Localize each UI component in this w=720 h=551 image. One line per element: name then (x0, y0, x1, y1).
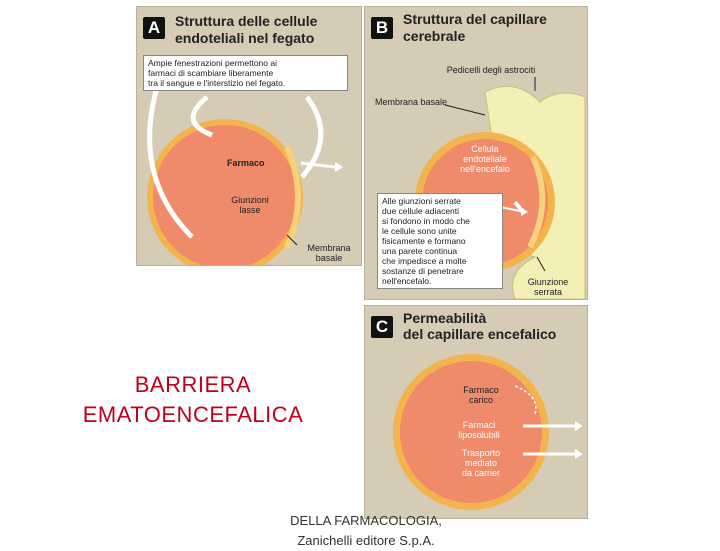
source-credit-line2: Zanichelli editore S.p.A. (297, 533, 435, 548)
label-giunzioni-line1: Giunzioni (231, 195, 269, 205)
panel-brain-permeability: C Permeabilità del capillare encefalico … (364, 305, 588, 519)
label-farmaci-liposolubili: Farmaci liposolubili (449, 420, 509, 440)
panel-b-title-line1: Struttura del capillare (403, 11, 547, 27)
slide-heading-line1: BARRIERA (134, 372, 252, 397)
label-pedicelli: Pedicelli degli astrociti (446, 65, 536, 75)
label-giunzione-serrata: Giunzione serrata (515, 277, 581, 297)
label-cellula-endoteliale: Cellula endoteliale nell'encefalo (449, 144, 521, 174)
label-membrana-a-line1: Membrana (307, 243, 351, 253)
label-membrana-basale-a: Membrana basale (303, 243, 355, 263)
source-credit-line1: DELLA FARMACOLOGIA, (290, 513, 442, 528)
drug-arrow (300, 161, 336, 169)
label-trasporto-carrier: Trasporto mediato da carrier (453, 448, 509, 478)
panel-c-title-line1: Permeabilità (403, 310, 487, 326)
panel-brain-capillary: B Struttura del capillare cerebrale Pedi… (364, 6, 588, 300)
label-cellula-line3: nell'encefalo (460, 164, 510, 174)
label-membrana-a-line2: basale (315, 253, 343, 263)
panel-a-title-line2: endoteliali nel fegato (175, 30, 315, 46)
panel-b-note-line: nell'encefalo. (382, 276, 432, 286)
liver-capillary-illustration (147, 86, 343, 265)
panel-b-note-line: due cellule adiacenti (382, 206, 460, 216)
label-trasporto-line1: Trasporto (461, 448, 501, 458)
panel-a-title-line1: Struttura delle cellule (175, 13, 318, 29)
panel-b-note-line: che impedisce a molte (382, 256, 467, 266)
label-giunzioni-lasse: Giunzioni lasse (225, 195, 275, 215)
capillary-lumen (153, 125, 297, 265)
panel-c-title-line2: del capillare encefalico (403, 326, 557, 342)
label-liposolubili-line2: liposolubili (458, 430, 500, 440)
label-trasporto-line3: da carrier (461, 468, 500, 478)
label-giunzione-line2: serrata (533, 287, 562, 297)
panel-b-note-line: fisicamente e formano (382, 236, 466, 246)
panel-b-title-line2: cerebrale (403, 28, 466, 44)
label-trasporto-line2: mediato (464, 458, 498, 468)
panel-b-note-line: sostanze di penetrare (382, 266, 464, 276)
permeability-illustration (393, 354, 583, 510)
panel-a-note: Ampie fenestrazioni permettono ai farmac… (143, 55, 348, 91)
label-carico-line2: carico (468, 395, 493, 405)
panel-b-note-line: si fondono in modo che (382, 216, 470, 226)
panel-badge-a: A (143, 17, 165, 39)
slide-heading-line2: EMATOENCEFALICA (82, 402, 304, 427)
label-carico-line1: Farmaco (463, 385, 499, 395)
panel-a-note-line2: farmaci di scambiare liberamente (148, 68, 274, 78)
panel-b-note-line: Alle giunzioni serrate (382, 196, 461, 206)
label-farmaco: Farmaco (227, 158, 265, 168)
slide-heading: BARRIERA EMATOENCEFALICA (48, 370, 338, 430)
source-credit: DELLA FARMACOLOGIA, Zanichelli editore S… (276, 511, 456, 551)
label-giunzione-line1: Giunzione (527, 277, 569, 287)
label-cellula-line1: Cellula (471, 144, 499, 154)
label-giunzioni-line2: lasse (239, 205, 261, 215)
panel-liver-endothelium: A Struttura delle cellule endoteliali ne… (136, 6, 362, 266)
panel-a-note-line1: Ampie fenestrazioni permettono ai (148, 58, 277, 68)
panel-a-note-line3: tra il sangue e l'interstizio nel fegato… (148, 78, 286, 88)
permeability-capillary-lumen (400, 361, 542, 503)
label-farmaco-carico: Farmaco carico (453, 385, 509, 405)
panel-b-note-line: le cellule sono unite (382, 226, 457, 236)
panel-badge-c: C (371, 316, 393, 338)
panel-b-note-line: una parete continua (382, 246, 458, 256)
label-cellula-line2: endoteliale (463, 154, 507, 164)
panel-badge-b: B (371, 17, 393, 39)
label-membrana-basale-b: Membrana basale (375, 97, 448, 107)
label-liposolubili-line1: Farmaci (462, 420, 496, 430)
